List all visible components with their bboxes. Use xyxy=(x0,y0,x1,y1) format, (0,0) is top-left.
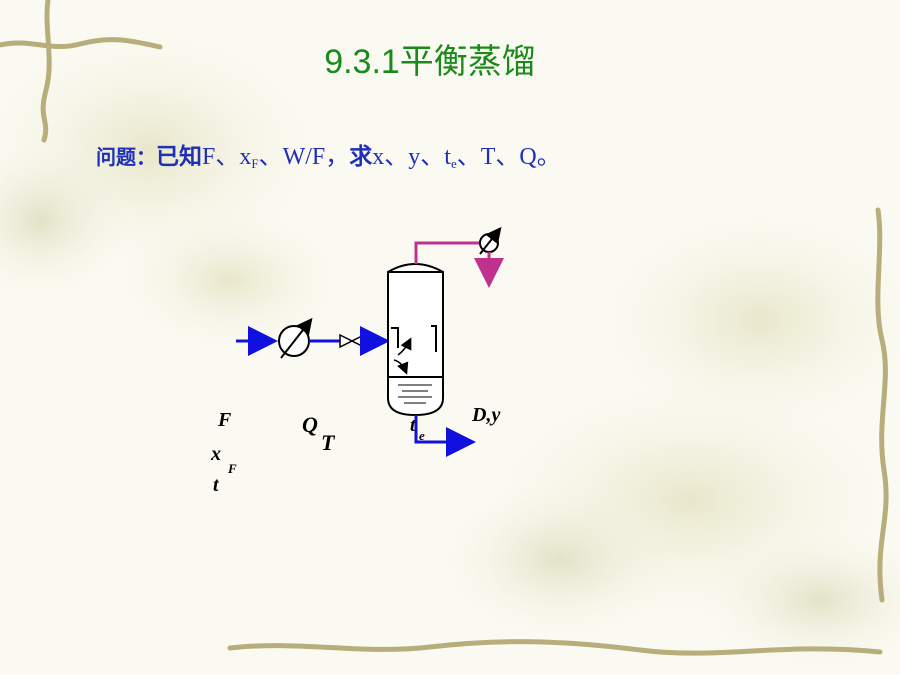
known-item: F xyxy=(202,144,216,170)
condenser-icon xyxy=(479,226,502,255)
feed-composition-subscript: F xyxy=(228,461,237,476)
vine-left xyxy=(40,0,52,143)
known-keyword: 已知 xyxy=(156,144,202,170)
liquid-outlet-line xyxy=(414,415,476,457)
liquid-temperature-subscript: e xyxy=(419,428,425,443)
known-item: 、W/F， xyxy=(258,144,350,170)
flower-blotch xyxy=(0,140,130,300)
flash-drum xyxy=(387,263,444,417)
vapor-product-label: D,y xyxy=(472,404,501,426)
feed-composition-label: x xyxy=(211,443,221,465)
flower-blotch xyxy=(440,480,680,640)
flower-blotch xyxy=(600,210,900,430)
find-item: 、T、Q。 xyxy=(456,144,561,170)
liquid-temperature-label: t xyxy=(410,415,416,436)
valve-icon xyxy=(339,333,365,349)
flower-blotch xyxy=(700,530,900,670)
feed-temperature-label: t xyxy=(213,474,219,496)
vapor-line xyxy=(414,241,481,264)
heater-icon xyxy=(278,317,313,359)
question-line: 问题：已知F、xF、W/F，求x、y、te、T、Q。 xyxy=(96,136,561,172)
flower-blotch xyxy=(120,210,340,350)
known-item: 、xF xyxy=(215,144,259,171)
temperature-label: T xyxy=(321,430,335,455)
vine-bottom xyxy=(227,639,883,656)
vine-right xyxy=(875,207,889,603)
question-label: 问题： xyxy=(96,145,156,169)
slide-title: 9.3.1平衡蒸馏 xyxy=(324,43,536,81)
feed-flow-label: F xyxy=(218,409,232,431)
vine-top xyxy=(0,37,163,50)
find-item: x、y、te xyxy=(372,144,457,171)
find-keyword: 求 xyxy=(349,144,373,170)
heat-duty-label: Q xyxy=(302,412,318,437)
